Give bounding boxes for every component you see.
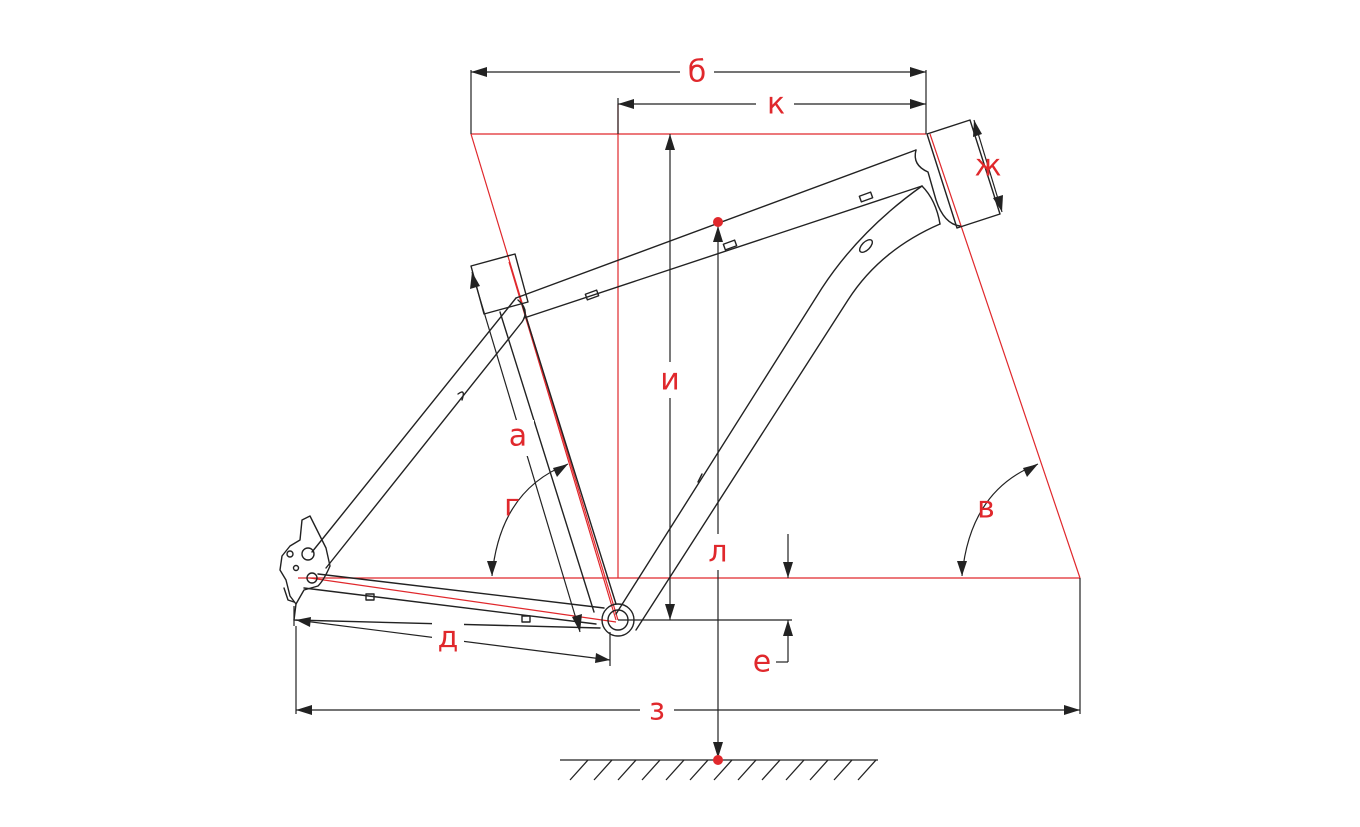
cable-guide <box>722 239 738 251</box>
label-v: в <box>977 491 995 526</box>
seat-tube-collar <box>470 253 529 315</box>
head-tube-axis <box>929 133 1081 579</box>
seat-tube <box>499 303 617 613</box>
dim-g-arc <box>491 463 569 577</box>
chain-stay <box>303 573 605 625</box>
ground-hatch <box>569 759 589 781</box>
arrow <box>553 464 568 477</box>
top-tube-point <box>713 217 723 227</box>
ground-hatch <box>713 759 733 781</box>
label-a: а <box>509 419 527 454</box>
ground-hatch <box>689 759 709 781</box>
arrow <box>783 620 793 636</box>
ground-hatch <box>737 759 757 781</box>
arrow <box>296 705 312 715</box>
down-tube-mount <box>697 473 703 483</box>
ground-hatch <box>665 759 685 781</box>
dropout-hole <box>301 547 315 561</box>
ground-hatch <box>833 759 853 781</box>
label-e: е <box>753 645 771 680</box>
arrow <box>665 604 675 620</box>
dropout-bolt <box>286 550 294 558</box>
seat-stay-bridge <box>457 391 465 401</box>
dimension-lines <box>293 67 1081 760</box>
label-i: и <box>660 363 680 398</box>
arrow <box>713 226 723 242</box>
chainstay-axis <box>309 577 617 623</box>
arrow <box>487 561 497 576</box>
arrow <box>595 653 610 663</box>
label-d: д <box>438 621 459 656</box>
ground <box>560 759 878 781</box>
arrow <box>470 272 480 289</box>
down-tube-port <box>858 238 874 254</box>
cable-guide <box>858 191 874 203</box>
ground-hatch <box>785 759 805 781</box>
dim-zh-line <box>973 119 1003 213</box>
arrow <box>296 617 311 627</box>
dropout-axle <box>306 572 318 584</box>
arrow <box>1064 705 1080 715</box>
arrow <box>973 120 982 137</box>
arrow <box>910 99 926 109</box>
ground-point <box>713 755 723 765</box>
down-tube <box>615 185 941 631</box>
bike-frame <box>279 119 1001 637</box>
rear-dropout <box>279 515 331 605</box>
head-tube <box>926 119 1001 229</box>
label-zh: ж <box>974 149 1001 184</box>
seat-stay <box>311 297 526 569</box>
head-tube-junction <box>914 149 961 227</box>
cable-guide <box>584 289 600 301</box>
labels: б к и л а г в ж д е з <box>432 55 1002 728</box>
label-g: г <box>504 489 520 524</box>
arrow <box>957 561 967 576</box>
label-k: к <box>767 87 785 122</box>
arrow <box>572 614 582 632</box>
label-b: б <box>688 55 707 90</box>
dropout-hanger <box>283 587 295 603</box>
cable-guide <box>521 615 531 623</box>
dim-v-arc <box>961 463 1039 577</box>
arrow <box>783 562 793 578</box>
dropout-bolt-2 <box>292 564 300 572</box>
arrow <box>471 67 487 77</box>
label-l: л <box>708 535 727 570</box>
ground-hatch <box>641 759 661 781</box>
arrow <box>993 195 1003 212</box>
ground-hatch <box>857 759 877 781</box>
ground-hatch <box>617 759 637 781</box>
label-z: з <box>649 693 665 728</box>
arrow <box>713 742 723 758</box>
ground-hatch <box>809 759 829 781</box>
arrow <box>910 67 926 77</box>
arrow <box>618 99 634 109</box>
geometry-lines <box>298 104 1081 623</box>
ground-hatch <box>761 759 781 781</box>
arrow <box>1023 464 1038 477</box>
ground-hatch <box>593 759 613 781</box>
arrow <box>665 134 675 150</box>
cable-guide <box>365 593 375 601</box>
